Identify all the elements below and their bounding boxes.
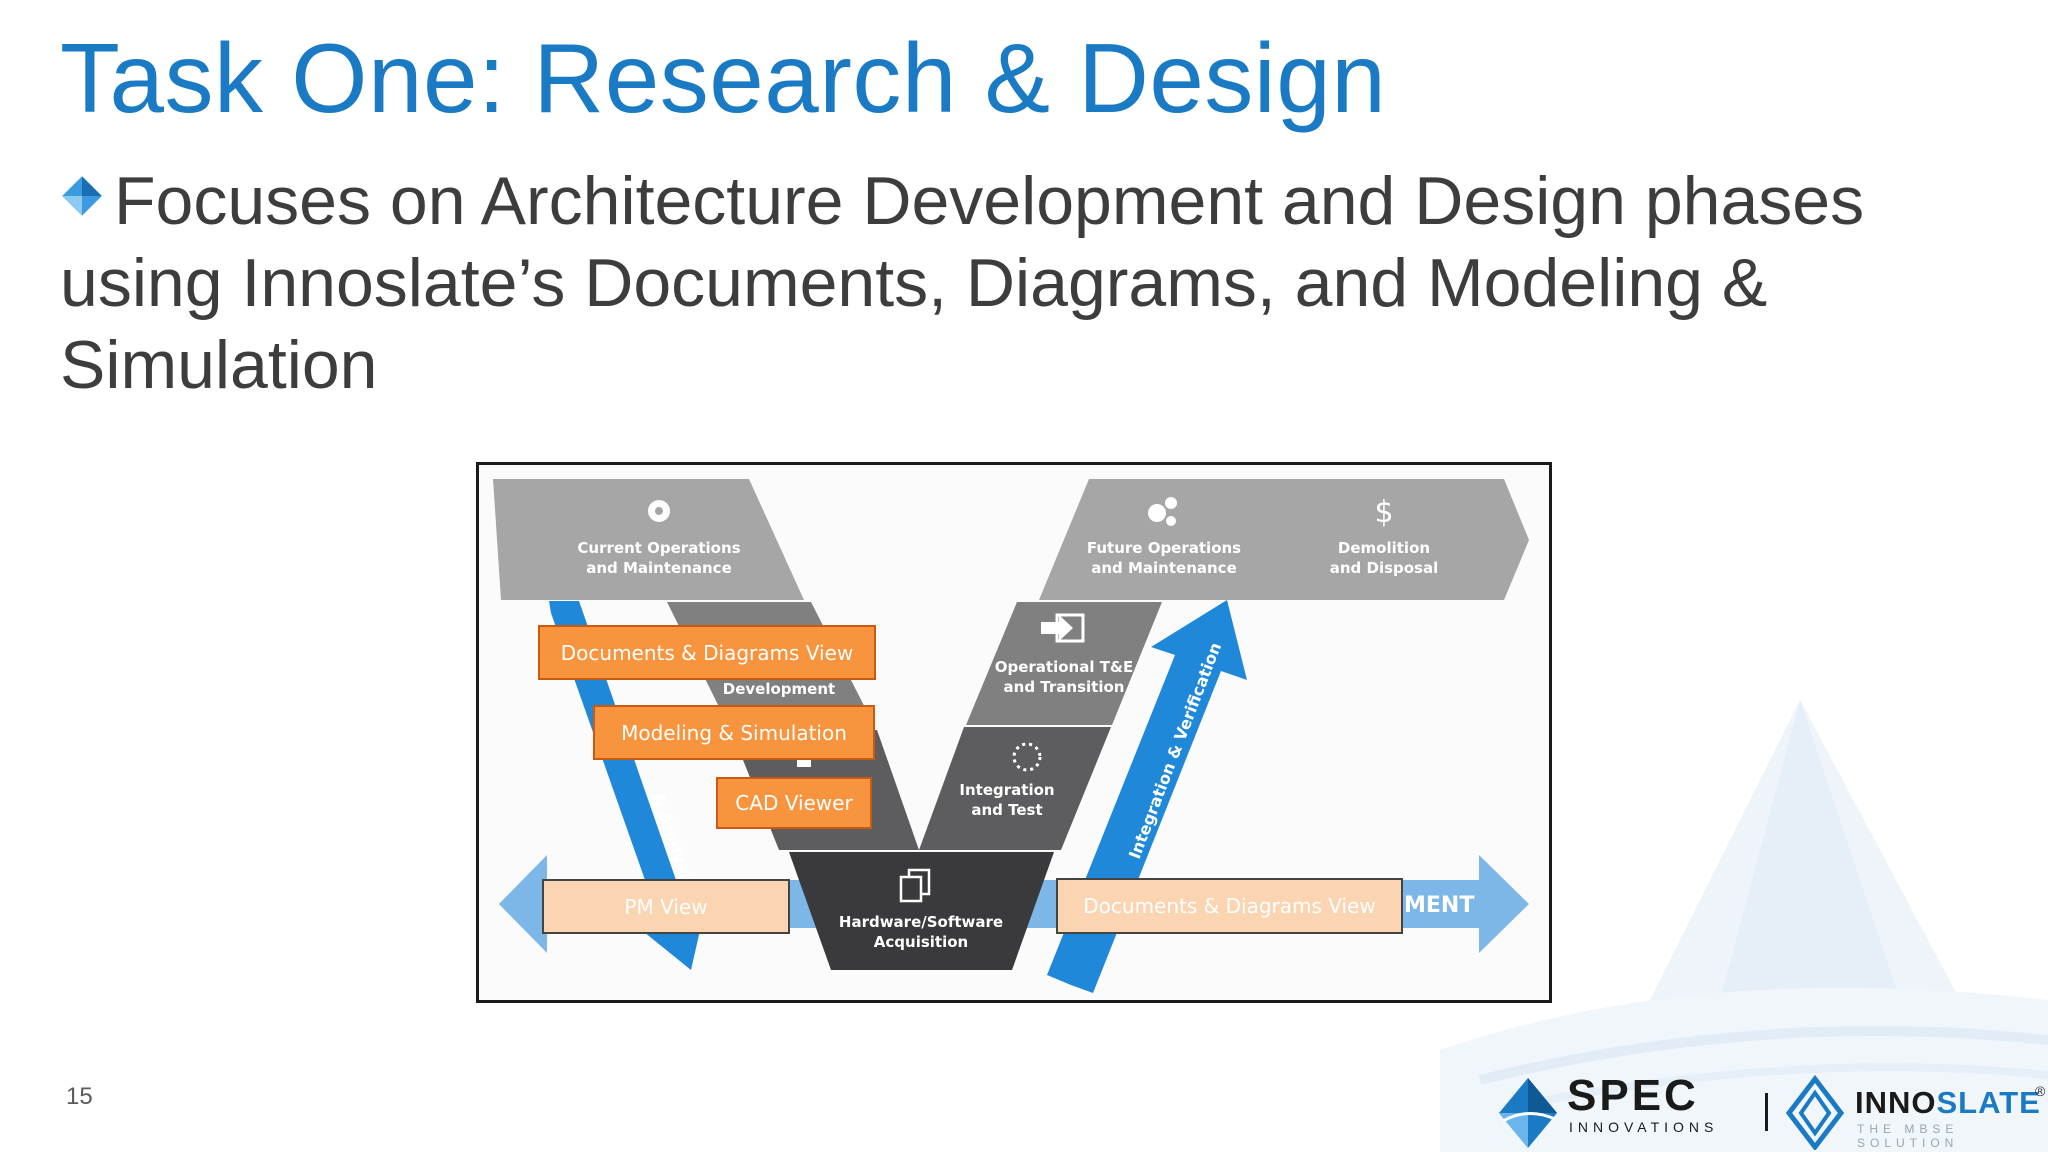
dollar-strike-icon: $ (1374, 495, 1393, 530)
operational-te-stage (966, 602, 1162, 725)
page-title: Task One: Research & Design (60, 23, 1387, 133)
integration-line2: and Test (971, 801, 1042, 819)
development-label: Development (723, 680, 835, 698)
footer-logos: SPEC INNOVATIONS INNOSLATE THE MBSE SOLU… (1495, 1071, 2046, 1150)
bullet-text: Focuses on Architecture Development and … (60, 163, 1865, 403)
v-model-diagram: MENT & Analysis Integration & Verificati… (476, 462, 1552, 1003)
future-ops-line2: and Maintenance (1091, 559, 1237, 577)
innoslate-logo-icon (1785, 1075, 1845, 1150)
operational-te-line1: Operational T&E (995, 658, 1134, 676)
pm-view-label[interactable]: PM View (542, 879, 790, 934)
current-ops-line1: Current Operations (577, 539, 740, 557)
hw-sw-line1: Hardware/Software (839, 913, 1003, 931)
hw-sw-stage (789, 852, 1054, 970)
current-ops-stage (493, 479, 804, 600)
logo-divider (1765, 1093, 1768, 1131)
demolition-line2: and Disposal (1330, 559, 1439, 577)
operational-te-line2: and Transition (1004, 678, 1125, 696)
documents-diagrams-view-top[interactable]: Documents & Diagrams View (538, 625, 876, 680)
spinner-icon (1012, 742, 1042, 772)
cad-viewer-label[interactable]: CAD Viewer (716, 777, 872, 829)
bullet-text-block: Focuses on Architecture Development and … (60, 160, 1940, 406)
documents-diagrams-view-bottom[interactable]: Documents & Diagrams View (1056, 878, 1403, 934)
innoslate-logo-text: INNOSLATE (1855, 1085, 2041, 1120)
gears-icon (1148, 504, 1166, 522)
registered-mark: ® (2035, 1083, 2046, 1099)
horizontal-arrow-fragment: MENT (1404, 893, 1474, 918)
modeling-simulation-label[interactable]: Modeling & Simulation (593, 705, 875, 760)
spec-logo-text: SPEC (1567, 1071, 1699, 1120)
page-number: 15 (66, 1083, 93, 1110)
integration-stage (919, 727, 1111, 850)
diamond-bullet-icon (62, 176, 102, 216)
innoslate-logo-subtext: THE MBSE SOLUTION (1857, 1122, 1959, 1150)
spec-logo-icon (1499, 1078, 1557, 1148)
hw-sw-line2: Acquisition (874, 933, 968, 951)
spec-logo-subtext: INNOVATIONS (1569, 1119, 1719, 1135)
current-ops-line2: and Maintenance (586, 559, 732, 577)
stage-icon (797, 757, 811, 767)
future-ops-line1: Future Operations (1087, 539, 1241, 557)
integration-line1: Integration (959, 781, 1054, 799)
left-descending-arrow (549, 601, 708, 970)
demolition-line1: Demolition (1338, 539, 1430, 557)
